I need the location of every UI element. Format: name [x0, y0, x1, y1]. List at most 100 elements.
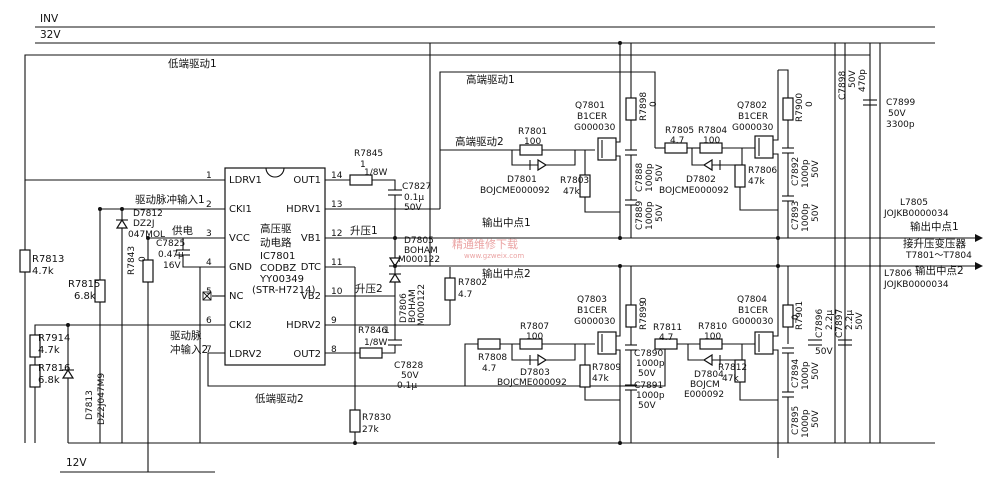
c7897-v: 50V — [855, 312, 865, 330]
d7806-symbol — [388, 272, 402, 283]
node-d7812 — [120, 207, 124, 211]
r7845-wire — [372, 179, 396, 190]
pin-ldrv1: LDRV1 — [229, 175, 262, 186]
c7897-ref: C7897 — [835, 309, 845, 338]
d7801-ref: D7801 — [507, 175, 537, 185]
c7888-val: 1000p — [645, 163, 655, 192]
nc-marker-x2 — [202, 291, 212, 301]
high-drive1-label: 高端驱动1 — [466, 73, 515, 86]
d7804-l2: BOJCM — [690, 380, 720, 390]
r7813-val: 4.7k — [32, 266, 54, 277]
r7843-body — [142, 259, 154, 283]
r7801-val: 100 — [524, 137, 541, 147]
pin-num-9: 9 — [331, 316, 337, 326]
high-drive2-label: 高端驱动2 — [455, 135, 504, 148]
r7846-pw: 1/8W — [364, 338, 387, 348]
c7899-val: 3300p — [886, 120, 915, 130]
pin-num-2: 2 — [206, 200, 212, 210]
junction-dots — [353, 41, 780, 445]
pin-gnd: GND — [229, 262, 252, 273]
c7827-v: 50V — [404, 203, 422, 213]
d7802-ref: D7802 — [686, 175, 716, 185]
r7830-body — [349, 409, 361, 433]
d7805-symbol — [388, 257, 402, 268]
l7805-val: JOJKB0000034 — [883, 209, 949, 219]
r7813-ref: R7813 — [32, 254, 64, 265]
pin-vb2: VB2 — [301, 291, 321, 302]
r7816-val: 6.8k — [38, 375, 60, 386]
c7890-v: 50V — [638, 369, 656, 379]
r7815-ref: R7815 — [68, 279, 100, 290]
r7810-ref: R7810 — [698, 322, 727, 332]
c7828-val: 0.1μ — [397, 381, 417, 391]
r7830-ref: R7830 — [362, 413, 391, 423]
drive-pulse-in1-label: 驱动脉冲输入1 — [135, 193, 205, 206]
d7812-l2: DZ2J — [133, 219, 154, 229]
watermark-cn: 精通维修下载 — [452, 237, 518, 251]
pin-num-10: 10 — [331, 287, 343, 297]
pin-num-8: 8 — [331, 345, 337, 355]
q7801-l2: B1CER — [577, 112, 607, 122]
r7899-val: 0 — [639, 297, 649, 303]
r7806-lead — [739, 187, 778, 211]
low-drive2-label: 低端驱动2 — [255, 392, 304, 405]
d7813-symbol — [61, 368, 75, 379]
r7803-lead2 — [584, 197, 620, 213]
r7815-body — [94, 279, 106, 303]
drive-pulse-in2-label-b: 冲输入2 — [170, 343, 208, 356]
r7812-lead — [739, 382, 778, 401]
pin-num-13: 13 — [331, 200, 342, 210]
c7828-ref: C7828 — [394, 361, 423, 371]
r7845-pw: 1/8W — [364, 168, 387, 178]
c7895-val: 1000p — [801, 409, 811, 438]
r7900-val: 0 — [805, 101, 815, 107]
q7801-source — [616, 155, 621, 238]
d7813-ref: D7813 — [85, 390, 95, 420]
boost1-label: 升压1 — [350, 225, 378, 237]
c7894-ref: C7894 — [791, 359, 801, 388]
l7805-ref: L7805 — [900, 198, 928, 208]
c7825-lead2 — [182, 255, 200, 268]
r7900-body — [782, 97, 794, 121]
pin-num-3: 3 — [206, 229, 212, 239]
r7808-val: 4.7 — [482, 364, 496, 374]
pin-num-6: 6 — [206, 316, 212, 326]
pin-vb1: VB1 — [301, 233, 321, 244]
c7827-val: 0.1μ — [404, 193, 424, 203]
r7804-val: 100 — [703, 136, 720, 146]
c7891-ref: C7891 — [634, 381, 663, 391]
d7812-ref: D7812 — [133, 209, 163, 219]
node-q7802-source — [776, 264, 780, 268]
r7801-ref: R7801 — [518, 127, 547, 137]
ic-code2: YY00349 — [259, 274, 304, 285]
transformer-ref-label: T7801～T7804 — [905, 251, 972, 261]
ic-ref: IC7801 — [260, 251, 295, 262]
bootstrap-section: R7845 1 1/8W C7827 0.1μ 50V 升压1 升压2 D780… — [349, 43, 487, 443]
high-drive-wires: 高端驱动1 高端驱动2 输出中点1 输出中点2 — [395, 71, 880, 280]
q7801-ref: Q7801 — [575, 101, 605, 111]
q7804-l2: B1CER — [738, 306, 768, 316]
pin-num-7: 7 — [206, 345, 212, 355]
d7804-ref: D7804 — [694, 370, 724, 380]
watermark: 精通维修下载 www.gzweix.com — [452, 237, 524, 260]
d7813-val: DZ2J047M9 — [97, 373, 107, 425]
pin-hdrv1: HDRV1 — [286, 204, 321, 215]
c7828-lead — [382, 345, 396, 354]
q7801-l3: G000030 — [574, 123, 616, 133]
drive-pulse-in2-label-a: 驱动脉 — [170, 329, 202, 342]
node-vcc — [146, 236, 150, 240]
d7806-ref: D7806 — [399, 293, 409, 323]
power-rails: INV 32V 12V — [35, 13, 935, 473]
out-mid1-right-label: 输出中点1 — [910, 220, 959, 233]
r7812-ref: R7812 — [718, 363, 747, 373]
ic-title-line2: 动电路 — [260, 236, 292, 249]
r7806-ref: R7806 — [748, 166, 777, 176]
d7804-wire — [687, 344, 743, 361]
r7802-body — [444, 277, 456, 301]
to-transformer-label: 接升压变压器 — [903, 237, 966, 250]
r7914-ref: R7914 — [38, 333, 70, 344]
r7802-ref: R7802 — [458, 278, 487, 288]
c7825-lead — [182, 237, 200, 250]
d7812-l3: 047MOL — [128, 230, 165, 240]
boost-supply-wire — [401, 43, 431, 267]
